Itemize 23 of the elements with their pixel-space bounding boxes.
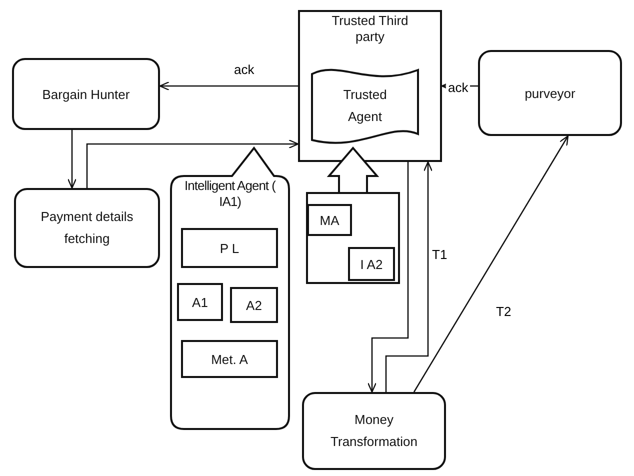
node-label: P L	[220, 240, 240, 256]
arrow	[86, 139, 299, 188]
arrow	[413, 135, 569, 392]
node-label: A1	[192, 294, 208, 310]
node-label: Money Transformation	[330, 411, 418, 451]
edge-label: T1	[430, 247, 450, 262]
edge-label: T2	[494, 304, 514, 319]
node-label: Trusted Agent	[342, 86, 388, 126]
node-label: Trusted Third party	[330, 13, 410, 45]
arrow	[367, 162, 409, 393]
arrow	[385, 161, 433, 392]
node-label: Payment details fetching	[40, 208, 134, 248]
arrow	[67, 130, 77, 189]
node-label: Intelligent Agent ( IA1)	[184, 178, 277, 210]
arrow	[159, 81, 298, 91]
node-label: MA	[320, 212, 340, 228]
node-label: Bargain Hunter	[42, 86, 130, 102]
edge-label: ack	[232, 62, 256, 77]
node-label: A2	[246, 298, 262, 312]
node-label: purveyor	[524, 86, 576, 100]
node-label: I A2	[360, 256, 383, 272]
node-label: Met. A	[211, 352, 248, 366]
block-arrow	[326, 146, 380, 193]
